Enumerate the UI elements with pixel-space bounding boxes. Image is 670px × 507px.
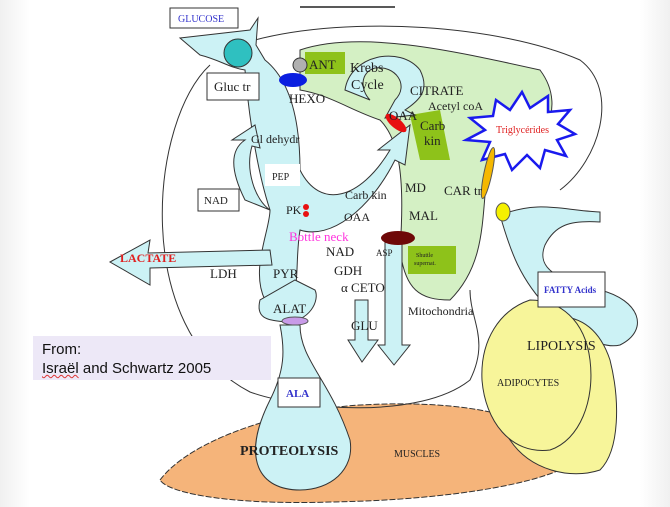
cycle-label: Cycle [351, 78, 384, 93]
shuttle-block [408, 246, 456, 274]
bottle-neck-label: Bottle neck [289, 229, 349, 244]
carnitine-transporter-icon [480, 147, 496, 199]
pk-label: PK [286, 203, 302, 217]
car-tr-label: CAR tr [444, 183, 483, 198]
gl-dehydr-label: Gl dehydr [251, 132, 299, 146]
asp-label: ASP [376, 248, 393, 258]
pk-marker-icon [303, 211, 309, 217]
alat-transporter-icon [281, 316, 309, 326]
krebs-label: Krebs [350, 61, 383, 76]
citation-box: From: Israël and Schwartz 2005 [33, 336, 271, 380]
oaa-mid-label: OAA [344, 210, 370, 224]
kin-label: kin [424, 133, 441, 148]
adipocyte-front [481, 299, 592, 451]
gluc-tr-label: Gluc tr [214, 79, 251, 94]
fatty-acids-box [537, 271, 606, 308]
proteolysis-label: PROTEOLYSIS [240, 444, 339, 459]
lactate-label: LACTATE [120, 251, 176, 265]
carb-label: Carb [420, 118, 445, 133]
nad-label: NAD [326, 244, 354, 259]
ant-block [305, 52, 345, 74]
citation-author: Israël [42, 360, 79, 377]
ant-transporter-icon [292, 57, 308, 73]
glu-label: GLU [351, 318, 378, 333]
hexo-label: HEXO [289, 91, 325, 106]
triglycerides-label: Triglycérides [496, 125, 549, 136]
oaa-transporter-icon [385, 113, 407, 133]
oaa-top-label: OAA [389, 108, 418, 123]
ant-label: ANT [309, 57, 336, 72]
muscles-label: MUSCLES [394, 449, 440, 460]
slide-edge-left [0, 0, 30, 507]
alpha-ceto-label: α CETO [341, 280, 385, 295]
alat-label: ALAT [273, 301, 306, 316]
cell-membrane-top [254, 25, 603, 191]
nad-box [197, 188, 240, 212]
slide-edge-right [640, 0, 670, 507]
glucose-box [169, 7, 239, 29]
glucose-label: GLUCOSE [178, 14, 224, 25]
pep-box [265, 164, 300, 186]
glucose-transporter-icon [223, 38, 253, 68]
md-label: MD [405, 180, 426, 195]
citrate-label: CITRATE [410, 83, 464, 98]
ala-box [277, 377, 321, 408]
asp-shuttle-icon [381, 231, 415, 245]
lipolysis-label: LIPOLYSIS [527, 339, 596, 354]
ala-label: ALA [286, 388, 309, 400]
mal-label: MAL [409, 208, 438, 223]
adipocytes-label: ADIPOCYTES [497, 378, 559, 389]
acetyl-coa-label: Acetyl coA [428, 99, 483, 113]
pk-marker-icon [303, 204, 309, 210]
shuttle-label: Shuttle [416, 253, 433, 259]
hexokinase-icon [279, 73, 307, 87]
ldh-label: LDH [210, 266, 237, 281]
carb-kin-label: Carb kin [345, 188, 387, 202]
carb-kin-block [410, 110, 450, 160]
citation-rest: and Schwartz 2005 [78, 360, 212, 377]
pep-label: PEP [272, 172, 290, 183]
gluc-tr-box [206, 72, 260, 101]
gdh-label: GDH [334, 263, 362, 278]
mitochondria-region [299, 41, 553, 301]
citation-reference: Israël and Schwartz 2005 [42, 359, 262, 378]
fatty-acids-label: FATTY Acids [544, 285, 597, 295]
shuttle-label-2: supernat. [414, 261, 436, 267]
mitochondria-label: Mitochondria [408, 304, 474, 318]
nad-box-label: NAD [204, 195, 228, 207]
citation-from: From: [42, 341, 82, 358]
pyr-label: PYR [273, 266, 299, 281]
fatty-acid-transporter-icon [495, 202, 511, 222]
